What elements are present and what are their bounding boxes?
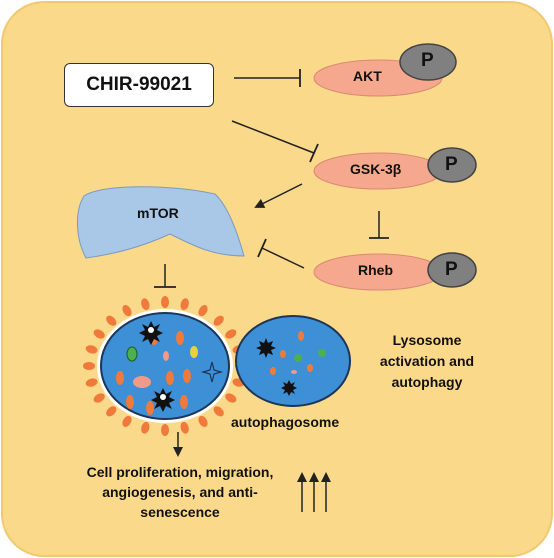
surrounding-vesicle bbox=[213, 315, 224, 326]
surrounding-vesicle bbox=[198, 305, 208, 317]
drug-label: CHIR-99021 bbox=[86, 74, 192, 95]
surrounding-vesicle bbox=[93, 329, 105, 339]
inner-vesicle bbox=[126, 395, 134, 409]
autophagosome bbox=[235, 315, 351, 407]
dark-particle-icon bbox=[281, 380, 297, 396]
sparkle-icon bbox=[200, 361, 224, 383]
surrounding-vesicle bbox=[106, 315, 117, 326]
surrounding-vesicle bbox=[141, 421, 150, 434]
inner-vesicle bbox=[291, 370, 297, 374]
inhibit-drug-gsk3b-line bbox=[231, 120, 315, 154]
inner-vesicle bbox=[176, 331, 184, 345]
inner-vesicle bbox=[163, 351, 169, 361]
akt-phospho-badge bbox=[399, 43, 457, 81]
gsk3b-label: GSK-3β bbox=[350, 161, 402, 177]
surrounding-vesicle bbox=[83, 362, 95, 370]
outcome-label-line: Cell proliferation, migration, bbox=[86, 464, 274, 480]
lysosome-cell bbox=[97, 309, 233, 423]
surrounding-vesicle bbox=[106, 406, 117, 417]
surrounding-vesicle bbox=[141, 298, 150, 311]
surrounding-vesicle bbox=[85, 345, 98, 354]
akt-phospho-label: P bbox=[421, 50, 434, 71]
drug-box: CHIR-99021 bbox=[64, 63, 214, 107]
lysosome-label-line: autophagy bbox=[391, 374, 463, 390]
surrounding-vesicle bbox=[161, 296, 169, 308]
inner-vesicle bbox=[294, 354, 302, 362]
surrounding-vesicle bbox=[198, 415, 208, 427]
inhibit-drug-gsk3b-bar bbox=[309, 143, 319, 163]
surrounding-vesicle bbox=[213, 406, 224, 417]
outcome-label-line: senescence bbox=[140, 504, 220, 520]
surrounding-vesicle bbox=[122, 415, 132, 427]
inner-vesicle bbox=[190, 346, 198, 358]
inner-vesicle bbox=[280, 350, 286, 358]
inner-vesicle bbox=[270, 367, 276, 375]
dark-particle-icon bbox=[148, 327, 154, 333]
gsk3b-phospho-label: P bbox=[445, 154, 458, 175]
mtor-node bbox=[76, 186, 245, 259]
akt-label: AKT bbox=[353, 68, 382, 84]
surrounding-vesicle bbox=[161, 424, 169, 436]
inner-vesicle bbox=[126, 346, 138, 362]
surrounding-vesicle bbox=[225, 393, 237, 403]
surrounding-vesicle bbox=[225, 329, 237, 339]
inner-vesicle bbox=[166, 371, 174, 385]
cell-inner bbox=[100, 312, 230, 420]
inner-vesicle bbox=[116, 371, 124, 385]
lysosome-label: Lysosome activation and autophagy bbox=[372, 330, 482, 393]
outcome-label: Cell proliferation, migration, angiogene… bbox=[60, 462, 300, 522]
surrounding-vesicle bbox=[122, 305, 132, 317]
rheb-label: Rheb bbox=[358, 262, 393, 278]
rheb-phospho-label: P bbox=[445, 259, 458, 280]
inhibit-rheb-mtor-line bbox=[261, 247, 305, 269]
autophagosome-label: autophagosome bbox=[231, 414, 340, 430]
surrounding-vesicle bbox=[180, 421, 189, 434]
gsk3b-phospho-badge bbox=[427, 147, 477, 183]
surrounding-vesicle bbox=[180, 298, 189, 311]
mtor-label: mTOR bbox=[137, 205, 179, 221]
rheb-phospho-badge bbox=[427, 252, 477, 288]
surrounding-vesicle bbox=[85, 378, 98, 387]
inner-vesicle bbox=[133, 376, 151, 388]
dark-particle-icon bbox=[256, 338, 276, 358]
inner-vesicle bbox=[318, 349, 326, 357]
surrounding-vesicle bbox=[93, 393, 105, 403]
outcome-label-line: angiogenesis, and anti- bbox=[102, 484, 258, 500]
inhibit-rheb-mtor-bar bbox=[257, 238, 267, 258]
inner-vesicle bbox=[180, 395, 188, 409]
lysosome-label-line: activation and bbox=[379, 353, 475, 369]
activate-gsk3b-mtor-arrow bbox=[254, 183, 303, 208]
inner-vesicle bbox=[183, 369, 191, 383]
dark-particle-icon bbox=[160, 394, 166, 400]
inner-vesicle bbox=[146, 401, 154, 415]
lysosome-label-line: Lysosome bbox=[392, 332, 462, 348]
inner-vesicle bbox=[298, 331, 304, 341]
inner-vesicle bbox=[307, 364, 313, 372]
internal-vesicles bbox=[116, 321, 224, 415]
autophagosome-body bbox=[235, 315, 351, 407]
